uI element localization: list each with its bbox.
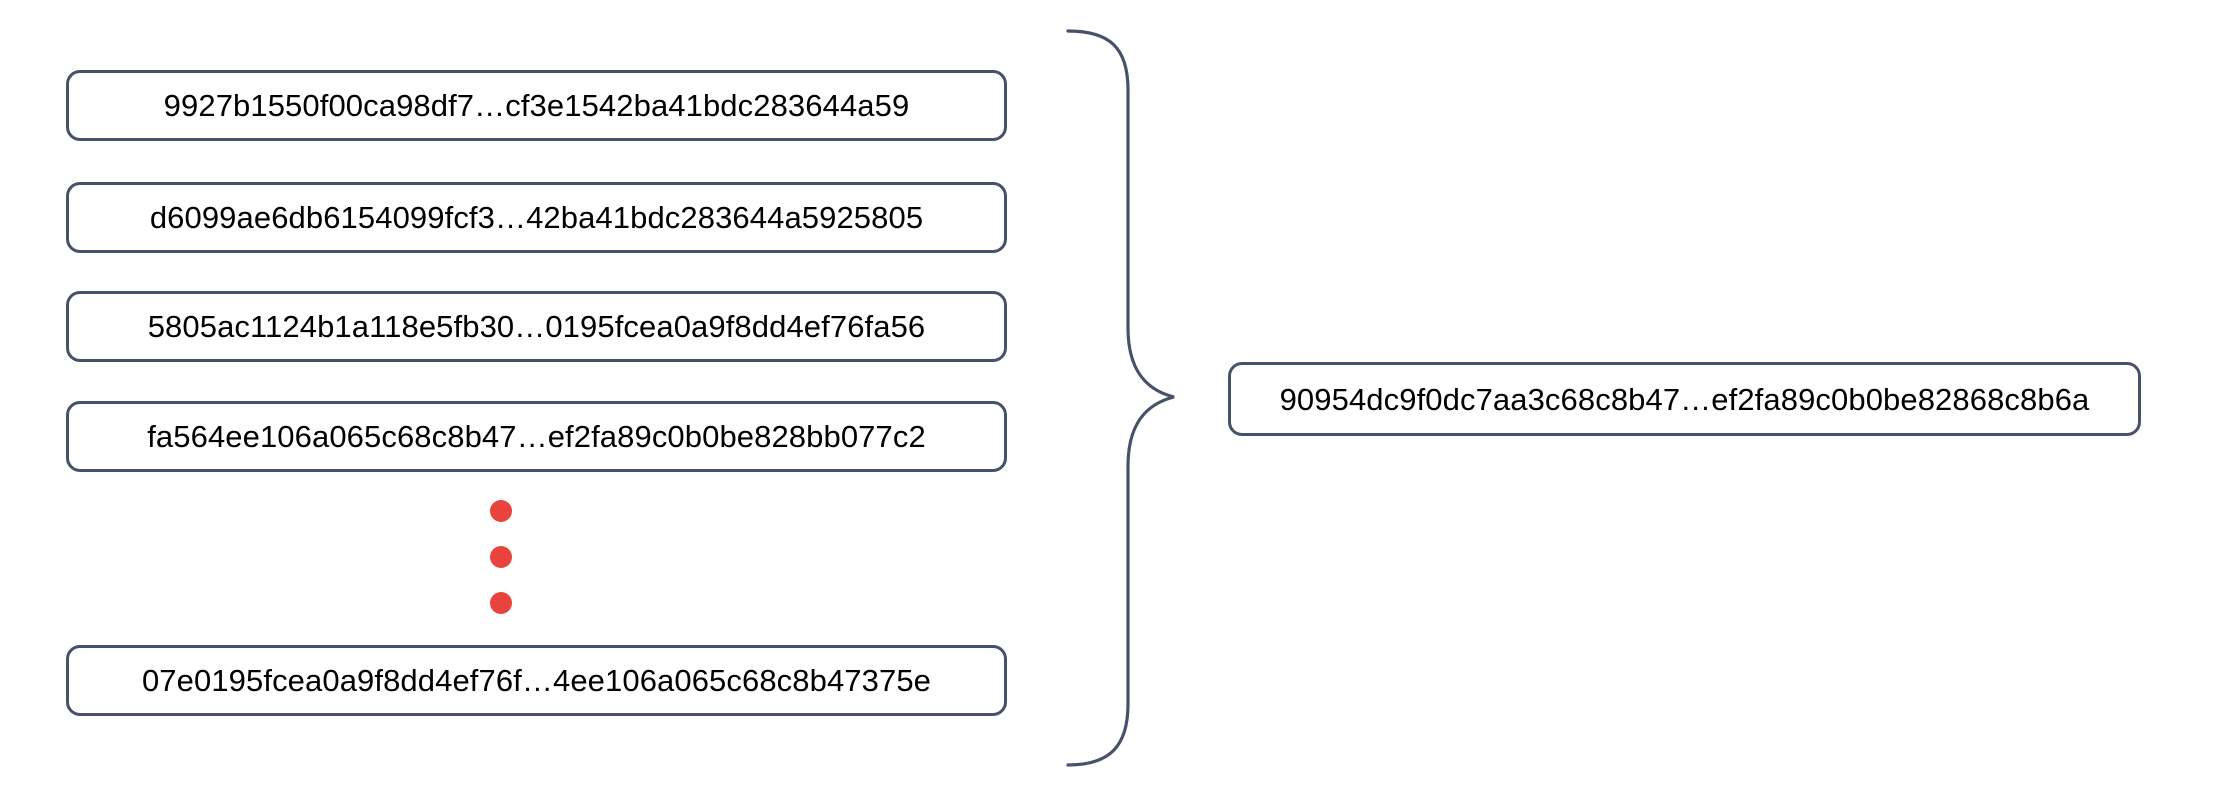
hash-box-3-label: 5805ac1124b1a118e5fb30…0195fcea0a9f8dd4e… [147,309,926,344]
ellipsis-dot-icon [490,592,512,614]
hash-box-5[interactable]: 07e0195fcea0a9f8dd4ef76f…4ee106a065c68c8… [66,645,1007,716]
hash-box-3[interactable]: 5805ac1124b1a118e5fb30…0195fcea0a9f8dd4e… [66,291,1007,362]
hash-box-1[interactable]: 9927b1550f00ca98df7…cf3e1542ba41bdc28364… [66,70,1007,141]
hash-box-4-label: fa564ee106a065c68c8b47…ef2fa89c0b0be828b… [147,419,926,454]
ellipsis-dot-icon [490,500,512,522]
hash-box-1-label: 9927b1550f00ca98df7…cf3e1542ba41bdc28364… [163,88,910,123]
hash-box-2-label: d6099ae6db6154099fcf3…42ba41bdc283644a59… [149,200,924,235]
curly-brace-path [1066,29,1175,767]
hash-box-5-label: 07e0195fcea0a9f8dd4ef76f…4ee106a065c68c8… [141,663,932,698]
ellipsis-dot-icon [490,546,512,568]
curly-brace-connector [1066,29,1175,767]
aggregated-hash-label: 90954dc9f0dc7aa3c68c8b47…ef2fa89c0b0be82… [1279,381,2090,417]
vertical-ellipsis-dots [490,500,524,624]
hash-box-2[interactable]: d6099ae6db6154099fcf3…42ba41bdc283644a59… [66,182,1007,253]
aggregated-hash-box[interactable]: 90954dc9f0dc7aa3c68c8b47…ef2fa89c0b0be82… [1228,362,2141,436]
hash-box-4[interactable]: fa564ee106a065c68c8b47…ef2fa89c0b0be828b… [66,401,1007,472]
